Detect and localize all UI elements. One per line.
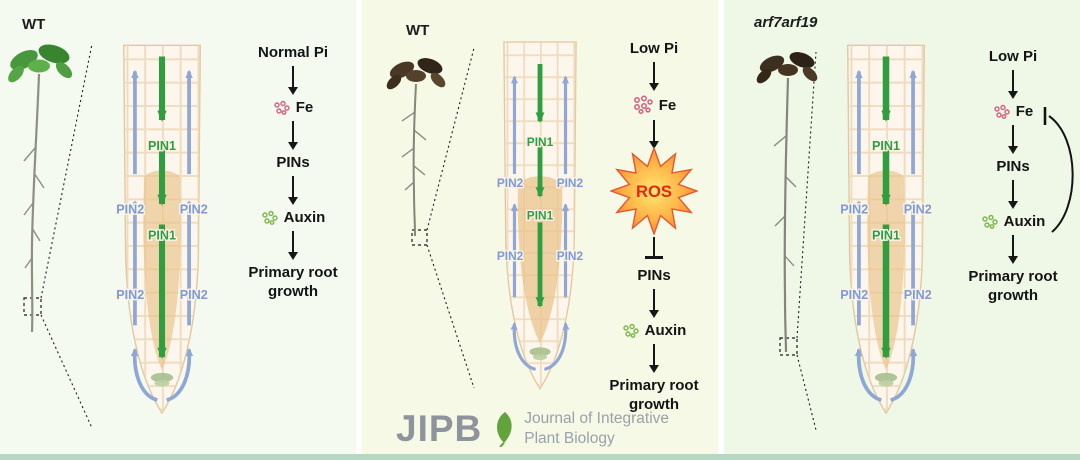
bottom-accent-strip: [0, 454, 1080, 460]
down-arrow: [1011, 235, 1015, 257]
jipb-logo: JIPB Journal of Integrative Plant Biolog…: [396, 409, 669, 448]
lateral-roots: [401, 111, 427, 191]
growth-label: Primary root growth: [609, 377, 699, 413]
pin1-label: PIN1: [527, 135, 554, 149]
pin2-label: PIN2: [904, 202, 932, 216]
down-arrow: [291, 176, 295, 198]
down-arrow: [652, 344, 656, 366]
auxin-flow-up-arrows: [510, 75, 570, 371]
pin2-label: PIN2: [180, 202, 208, 216]
primary-root: [412, 83, 417, 237]
down-arrow: [1011, 180, 1015, 202]
pin1-label: PIN1: [148, 139, 176, 153]
fe-label: Fe: [295, 99, 314, 116]
down-arrow: [652, 120, 656, 142]
plant-rosette: [8, 44, 73, 83]
pins-label: PINs: [637, 267, 671, 284]
pin2-label: PIN2: [497, 249, 524, 263]
fe-label: Fe: [658, 96, 677, 114]
pathway-input: Low Pi: [629, 40, 679, 57]
root-tip-diagram: PIN1 PIN2 PIN2 PIN1 PIN2 PIN2: [496, 41, 585, 390]
down-arrow: [1011, 125, 1015, 147]
pin2-label: PIN2: [904, 288, 932, 302]
down-arrow: [291, 231, 295, 253]
pin2-label: PIN2: [180, 288, 208, 302]
pin2-label: PIN2: [116, 288, 144, 302]
plant-illustration-wt: [8, 44, 73, 333]
root-tip-diagram: PIN1 PIN2 PIN2 PIN1 PIN2 PIN2: [115, 44, 209, 415]
columella: [150, 372, 174, 383]
auxin-flow-up-arrows: [854, 69, 918, 402]
plant-illustration-stressed: [386, 58, 446, 237]
jipb-logo-abbr: JIPB: [396, 408, 483, 450]
fe-step: Fe: [273, 99, 314, 116]
pin2-label: PIN2: [557, 249, 584, 263]
ros-label: ROS: [636, 182, 672, 201]
down-arrow: [291, 66, 295, 88]
auxin-dots-icon: [981, 214, 998, 229]
auxin-label: Auxin: [283, 209, 326, 226]
pin1-label: PIN1: [872, 228, 900, 242]
pins-label: PINs: [996, 158, 1030, 175]
genotype-label: arf7arf19: [754, 14, 818, 31]
inhibition-bar: [652, 237, 656, 259]
pin2-label: PIN2: [557, 176, 584, 190]
down-arrow: [1011, 70, 1015, 92]
pin1-label: PIN1: [527, 209, 554, 223]
pin2-label: PIN2: [497, 176, 524, 190]
auxin-fe-feedback-inhibition: [1043, 107, 1074, 233]
panel-arf7arf19-low-pi: arf7arf19: [724, 0, 1080, 460]
genotype-label: WT: [22, 16, 46, 33]
root-tip-diagram: PIN1 PIN2 PIN2 PIN1 PIN2 PIN2: [839, 44, 933, 415]
pins-label: PINs: [276, 154, 310, 171]
down-arrow: [652, 62, 656, 84]
lateral-roots: [773, 135, 797, 267]
pathway-input: Low Pi: [988, 48, 1038, 65]
pin2-label: PIN2: [840, 202, 868, 216]
panel-wt-low-pi: WT: [362, 0, 718, 460]
columella: [529, 347, 551, 357]
pin1-label: PIN1: [872, 139, 900, 153]
pathway-input: Normal Pi: [257, 44, 329, 61]
ros-burst: ROS: [608, 145, 700, 239]
auxin-step: Auxin: [622, 322, 687, 339]
ros-starburst-icon: ROS: [608, 145, 700, 237]
fe-dots-icon: [633, 95, 653, 115]
jipb-logo-name: Journal of Integrative Plant Biology: [524, 410, 670, 447]
fe-dots-icon: [274, 100, 290, 115]
auxin-flow-up-arrows: [130, 69, 194, 402]
pin1-label: PIN1: [148, 228, 176, 242]
pathway-normal-pi: Normal Pi Fe PINs: [240, 44, 346, 302]
panel-wt-normal-pi: WT: [0, 0, 356, 460]
fe-step: Fe: [632, 95, 677, 115]
genotype-label: WT: [406, 22, 430, 39]
pin2-label: PIN2: [840, 288, 868, 302]
auxin-label: Auxin: [1003, 213, 1046, 230]
primary-root: [783, 77, 790, 353]
auxin-dots-icon: [261, 210, 278, 225]
auxin-step: Auxin: [981, 213, 1046, 230]
pathway-arf7arf19: Low Pi Fe PINs: [958, 48, 1074, 306]
fe-step: Fe: [993, 103, 1034, 120]
fe-dots-icon: [994, 104, 1010, 119]
growth-label: Primary root growth: [248, 264, 338, 300]
pathway-low-pi: Low Pi Fe: [598, 40, 710, 415]
auxin-label: Auxin: [644, 322, 687, 339]
pin2-label: PIN2: [116, 202, 144, 216]
fe-label: Fe: [1015, 103, 1034, 120]
lateral-roots: [23, 147, 45, 269]
down-arrow: [652, 289, 656, 311]
jipb-leaf-icon: [497, 411, 512, 447]
growth-label: Primary root growth: [968, 268, 1058, 304]
auxin-dots-icon: [622, 323, 639, 338]
auxin-step: Auxin: [261, 209, 326, 226]
down-arrow: [291, 121, 295, 143]
columella: [874, 372, 898, 383]
